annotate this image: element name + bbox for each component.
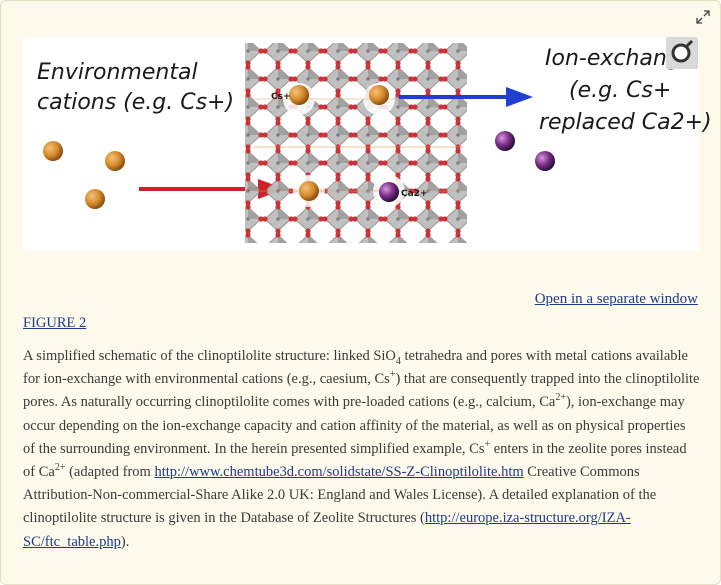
caption-subscript: 4 [395,355,401,367]
caption-text: Creative Commons Attribution-Non-commerc… [23,464,657,527]
ca-cation-2 [535,151,555,171]
left-label-line1: Environmental [37,60,198,85]
cs-cation-2 [105,151,125,171]
right-label-line3: replaced Ca2+) [539,110,712,135]
cs-label: Cs+ [271,92,291,102]
chemtube3d-link[interactable]: http://www.chemtube3d.com/solidstate/SS-… [154,464,524,481]
cs-cation-3 [85,189,105,209]
iza-structure-link[interactable]: http://europe.iza-structure.org/IZA-SC/f… [23,510,631,550]
ca-in-lattice [379,182,399,202]
caption-superscript: 2+ [54,462,66,474]
left-label-line2: cations (e.g. Cs+) [37,90,234,115]
caption-text: ), ion-exchange may occur depending on t… [23,394,686,457]
caption-superscript: + [484,438,491,450]
cs-in-lattice-1 [289,85,309,105]
caption-text: enters in the zeolite pores instead of C… [23,440,687,481]
cs-in-lattice-2 [369,85,389,105]
caption-text: tetrahedra and pores with metal cations … [23,348,688,388]
expand-icon[interactable] [695,9,711,25]
magnifier-icon [671,39,694,63]
open-in-new-window-link[interactable]: Open in a separate window [534,291,698,307]
caption-text: A simplified schematic of the clinoptilo… [23,348,396,364]
caption-text: (adapted from [65,464,155,481]
caption-text: ) that are consequently trapped into the… [23,371,700,411]
caption-text: ). [120,533,130,550]
caption-superscript: + [389,369,396,381]
caption-superscript: 2+ [555,392,566,404]
ca-cation-1 [495,131,515,151]
zoom-button[interactable] [666,37,698,69]
cs-in-lattice-3 [299,181,319,201]
cs-cation-1 [43,141,63,161]
right-label-line2: (e.g. Cs+ [569,78,671,103]
blue-arrow-head [506,87,533,107]
clinoptilolite-figure: Environmental cations (e.g. Cs+) Cs+ C [23,37,712,251]
zeolite-lattice [245,43,467,243]
figure-caption: A simplified schematic of the clinoptilo… [23,345,701,554]
ca-label: Ca2+ [401,189,427,199]
figure-label[interactable]: FIGURE 2 [23,315,87,331]
